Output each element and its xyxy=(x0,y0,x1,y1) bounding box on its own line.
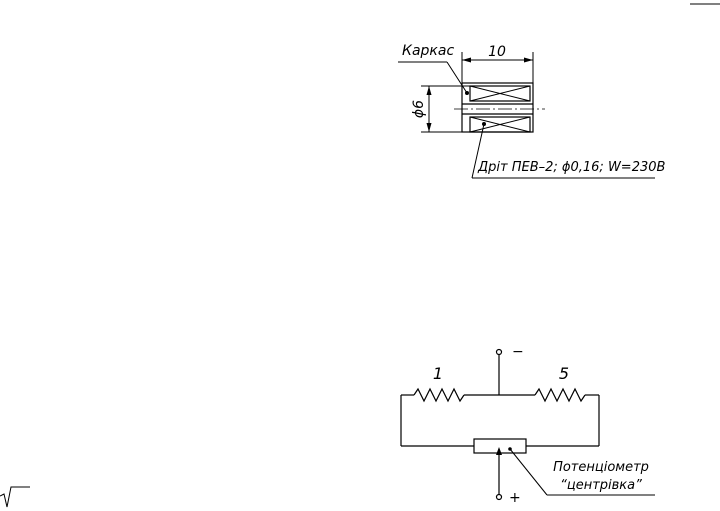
diameter-dim-value: ϕ6 xyxy=(411,100,427,118)
wire-spec: Дріт ПЕВ–2; ϕ0,16; W=230В xyxy=(477,160,666,175)
circuit-diagram: − 1 5 + Потенціометр “центрівка” xyxy=(400,344,655,506)
frame-leader-dot xyxy=(465,91,469,95)
frame-leader xyxy=(446,61,468,94)
coil-drawing: Каркас 10 ϕ6 Дріт ПЕВ–2; ϕ0,16; xyxy=(398,43,666,179)
resistor-1 xyxy=(413,387,465,403)
dia-arrow-bottom xyxy=(426,123,432,132)
winding-bottom-cross-b xyxy=(469,116,531,133)
resistor-1-label: 1 xyxy=(433,364,443,383)
winding-top-cross-b xyxy=(469,85,531,102)
wire-leader xyxy=(471,123,485,179)
sqrt-fragment xyxy=(0,486,30,508)
potentiometer-label-line1: Потенціометр xyxy=(553,460,649,475)
wiper-arrow xyxy=(496,447,502,455)
negative-sign: − xyxy=(512,344,524,360)
resistor-5-label: 5 xyxy=(559,364,569,383)
length-arrow-right xyxy=(524,57,533,63)
pot-leader xyxy=(509,448,548,496)
winding-top xyxy=(469,85,531,102)
resistor-5 xyxy=(534,387,586,403)
winding-bottom xyxy=(469,116,531,133)
potentiometer-label-line2: “центрівка” xyxy=(560,478,642,493)
negative-terminal xyxy=(495,348,503,356)
positive-terminal xyxy=(495,493,503,501)
dia-arrow-top xyxy=(426,86,432,95)
positive-sign: + xyxy=(509,490,521,506)
frame-label: Каркас xyxy=(402,43,454,59)
length-dim-value: 10 xyxy=(488,44,506,60)
length-arrow-left xyxy=(462,57,471,63)
